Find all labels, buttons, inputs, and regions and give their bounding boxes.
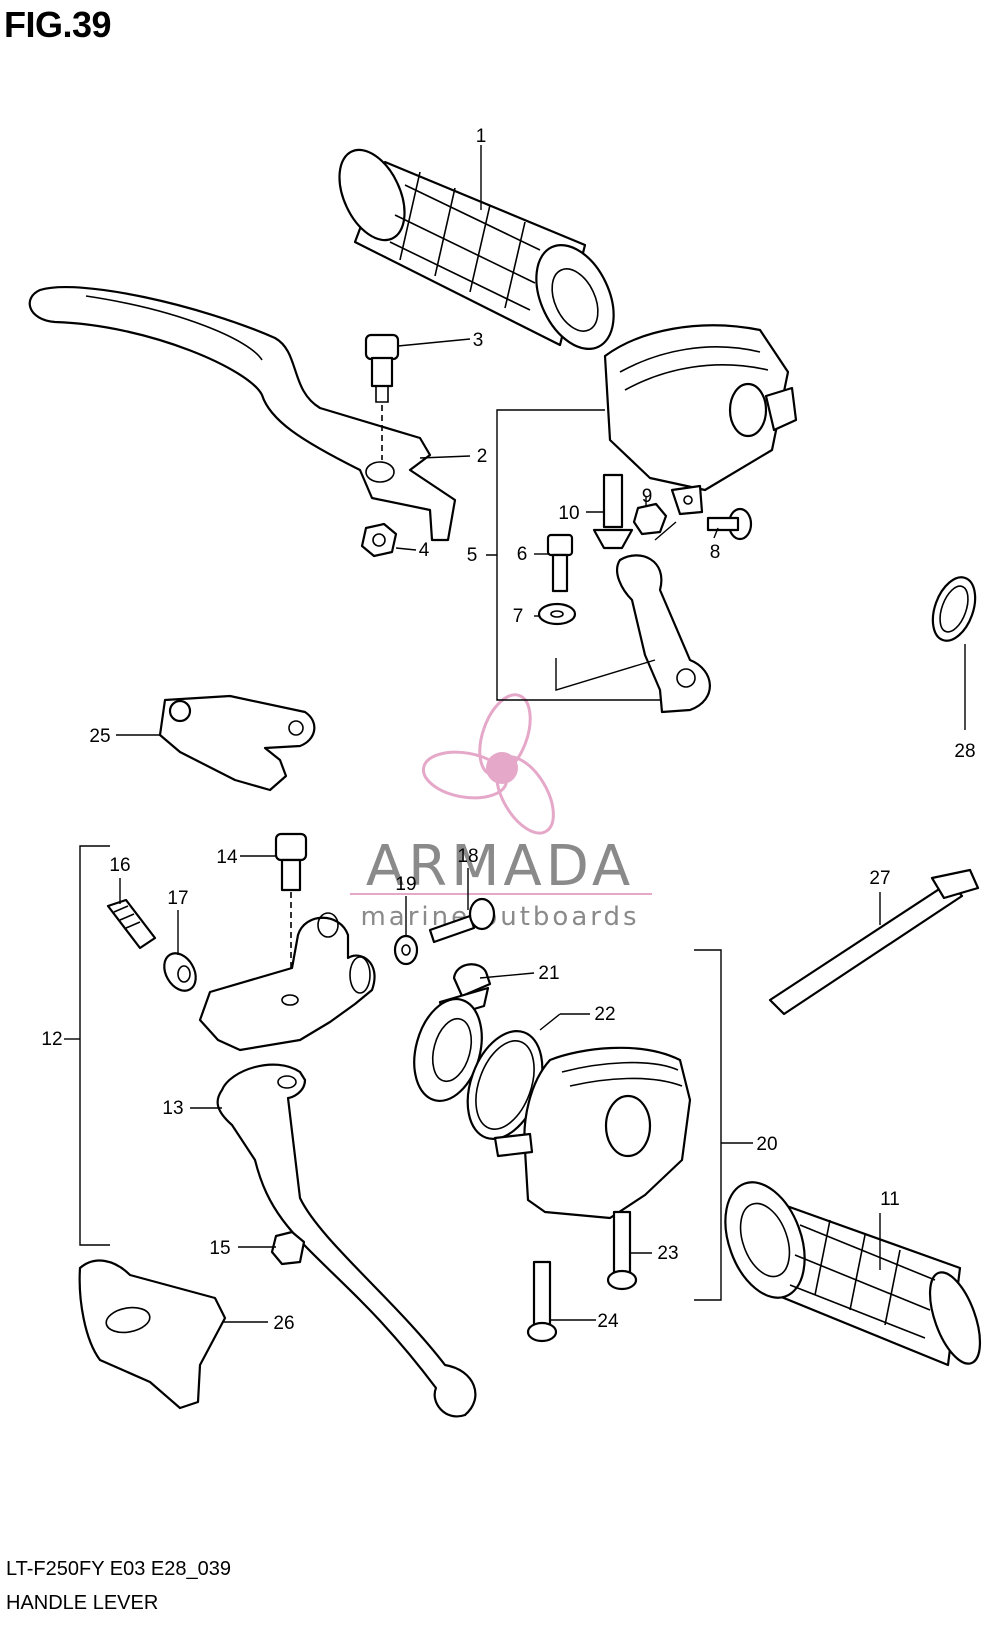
callout-11: 11 [880,1189,900,1210]
callout-20: 20 [756,1134,777,1155]
brake-lever-part [216,1063,477,1418]
callout-3: 3 [473,330,484,351]
bracket-25-part [158,694,316,792]
washer-7-part [537,602,577,626]
watermark-brand: ARMADA [366,834,634,899]
cover-26-part [78,1259,227,1410]
callout-21: 21 [538,963,559,984]
callout-2: 2 [477,446,488,467]
callout-17: 17 [167,888,188,909]
screw-23-part [606,1210,638,1291]
nut-9-part [632,502,668,536]
model-code: LT-F250FY E03 E28_039 [6,1558,231,1580]
throttle-ring-part [413,997,544,1140]
pivot-bolt-14-part [274,832,308,1000]
callout-24: 24 [597,1311,619,1332]
left-switch-housing-part [603,324,798,516]
callout-8: 8 [710,542,721,563]
callout-1: 1 [476,126,487,147]
nut-15-part [270,1230,306,1266]
clutch-lever-part [28,286,457,542]
screw-24-part [526,1260,558,1343]
grip-left-part [724,1181,982,1367]
callout-6: 6 [517,544,528,565]
callout-13: 13 [162,1098,183,1119]
callout-4: 4 [419,540,430,561]
callout-26: 26 [273,1313,294,1334]
grip-right-part [338,148,615,350]
callout-18: 18 [457,846,478,867]
nut-part [360,522,398,558]
watermark-logo [421,693,555,835]
callout-15: 15 [209,1238,230,1259]
callout-19: 19 [395,874,416,895]
lock-ring-17-part [163,952,197,992]
screw-8-part [706,507,753,541]
screw-10-part [592,473,634,550]
callout-16: 16 [109,855,130,876]
lever-holder-part [198,912,376,1052]
callout-25: 25 [89,726,110,747]
throttle-housing-part [493,1046,692,1220]
callout-28: 28 [954,741,975,762]
o-ring-part [931,576,977,642]
cable-tie-part [768,868,980,1016]
group-bracket-20 [694,949,722,1301]
group-bracket-12 [79,845,110,1246]
watermark-tagline: marine outboards [360,902,639,932]
leader-lines [64,145,966,1323]
callout-labels: 1 2 3 4 5 6 7 8 9 10 11 12 13 14 15 16 1… [41,126,975,1334]
washer-19-part [393,934,419,966]
figure-name: HANDLE LEVER [6,1592,159,1614]
adjuster-16-part [106,898,157,950]
bolt-6-part [546,533,574,593]
callout-12: 12 [41,1029,62,1050]
callout-27: 27 [869,868,890,889]
callout-5: 5 [467,545,478,566]
callout-14: 14 [216,847,238,868]
callout-9: 9 [642,486,653,507]
callout-10: 10 [558,503,579,524]
callout-23: 23 [657,1243,678,1264]
figure-title: FIG.39 [4,4,112,45]
pivot-bolt-part [364,333,400,460]
screw-18-part [428,897,496,944]
callout-22: 22 [594,1004,615,1025]
callout-7: 7 [513,606,524,627]
switch-arm-part [615,554,711,714]
